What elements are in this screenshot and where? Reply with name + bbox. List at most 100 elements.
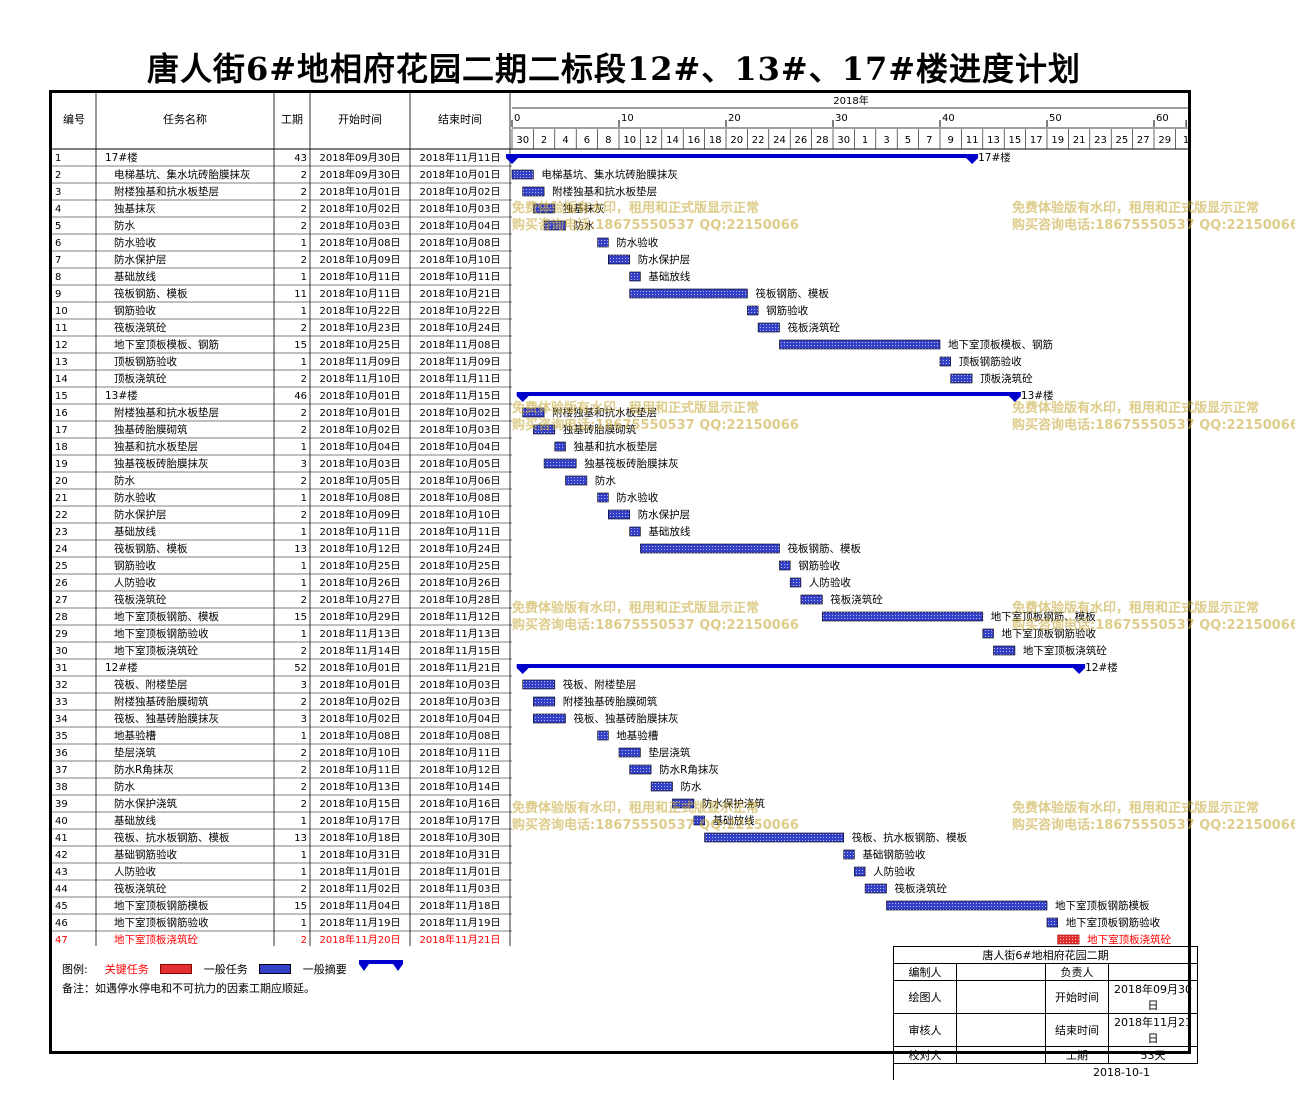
task-duration: 2 xyxy=(301,884,307,895)
task-name: 防水验收 xyxy=(114,491,156,504)
chart-frame xyxy=(49,90,1191,1054)
task-start: 2018年10月01日 xyxy=(320,185,401,198)
bar-label: 人防验收 xyxy=(809,576,851,589)
task-name: 电梯基坑、集水坑砖胎膜抹灰 xyxy=(114,168,251,181)
day-label: 13 xyxy=(987,135,1000,146)
gantt-chart: 编号任务名称工期开始时间结束时间2018年0102030405060633024… xyxy=(52,93,1190,946)
task-end: 2018年10月11日 xyxy=(420,270,501,283)
day-label: 15 xyxy=(1009,135,1022,146)
task-id: 25 xyxy=(55,561,68,572)
task-name: 附楼独基和抗水板垫层 xyxy=(114,185,219,198)
task-end: 2018年11月12日 xyxy=(420,610,501,623)
task-start: 2018年10月15日 xyxy=(320,797,401,810)
header-end: 结束时间 xyxy=(438,113,482,126)
task-id: 22 xyxy=(55,510,68,521)
scale-tick-label: 0 xyxy=(514,113,520,124)
task-name: 防水 xyxy=(114,780,135,793)
task-start: 2018年10月03日 xyxy=(320,219,401,232)
task-name: 防水保护层 xyxy=(114,508,167,521)
bar-label: 附楼独基和抗水板垫层 xyxy=(552,406,657,419)
bar-label: 附楼独基砖胎膜砌筑 xyxy=(563,695,658,708)
task-start: 2018年11月01日 xyxy=(320,865,401,878)
task-name: 地下室顶板浇筑砼 xyxy=(114,933,198,946)
task-duration: 2 xyxy=(301,204,307,215)
task-duration: 52 xyxy=(294,663,307,674)
task-start: 2018年09月30日 xyxy=(320,151,401,164)
task-id: 16 xyxy=(55,408,68,419)
day-label: 8 xyxy=(605,135,611,146)
task-bar xyxy=(554,441,566,452)
task-start: 2018年11月02日 xyxy=(320,882,401,895)
bar-label: 钢筋验收 xyxy=(766,304,808,317)
task-name: 钢筋验收 xyxy=(114,304,156,317)
task-id: 15 xyxy=(55,391,68,402)
legend-summary-swatch xyxy=(359,960,404,971)
task-name: 筏板浇筑砼 xyxy=(114,321,167,334)
scale-tick-label: 10 xyxy=(621,113,634,124)
bar-label: 独基抹灰 xyxy=(563,202,605,215)
bar-label: 基础放线 xyxy=(648,270,690,283)
task-start: 2018年11月10日 xyxy=(320,372,401,385)
task-bar xyxy=(543,220,566,231)
task-id: 28 xyxy=(55,612,68,623)
task-name: 垫层浇筑 xyxy=(114,746,156,759)
task-end: 2018年10月31日 xyxy=(420,848,501,861)
task-end: 2018年10月03日 xyxy=(420,202,501,215)
bar-label: 防水R角抹灰 xyxy=(659,763,719,776)
task-id: 19 xyxy=(55,459,68,470)
task-start: 2018年10月13日 xyxy=(320,780,401,793)
task-name: 基础钢筋验收 xyxy=(114,848,177,861)
task-duration: 2 xyxy=(301,595,307,606)
task-start: 2018年10月11日 xyxy=(320,270,401,283)
info-end-label: 结束时间 xyxy=(1045,1013,1109,1047)
task-name: 地下室顶板模板、钢筋 xyxy=(114,338,219,351)
task-id: 41 xyxy=(55,833,68,844)
task-name: 防水R角抹灰 xyxy=(114,763,174,776)
task-id: 13 xyxy=(55,357,68,368)
bar-label: 防水验收 xyxy=(616,491,658,504)
task-end: 2018年10月26日 xyxy=(420,576,501,589)
legend-critical-swatch xyxy=(160,964,193,974)
task-id: 4 xyxy=(55,204,61,215)
task-duration: 2 xyxy=(301,646,307,657)
day-label: 1 xyxy=(862,135,868,146)
scale-tick-label: 20 xyxy=(728,113,741,124)
task-duration: 2 xyxy=(301,408,307,419)
task-bar xyxy=(854,866,866,877)
header-id: 编号 xyxy=(63,112,85,126)
task-name: 防水保护浇筑 xyxy=(114,797,177,810)
task-duration: 13 xyxy=(294,544,307,555)
task-end: 2018年10月30日 xyxy=(420,831,501,844)
task-duration: 43 xyxy=(294,153,307,164)
bar-label: 筏板浇筑砼 xyxy=(895,882,948,895)
timeline-year: 2018年 xyxy=(833,94,868,107)
task-id: 42 xyxy=(55,850,68,861)
task-bar xyxy=(864,883,887,894)
header-duration: 工期 xyxy=(281,113,303,126)
task-end: 2018年10月11日 xyxy=(420,525,501,538)
task-duration: 1 xyxy=(301,867,307,878)
task-end: 2018年10月14日 xyxy=(420,780,501,793)
task-start: 2018年10月08日 xyxy=(320,236,401,249)
task-id: 26 xyxy=(55,578,68,589)
task-id: 27 xyxy=(55,595,68,606)
task-duration: 2 xyxy=(301,782,307,793)
day-label: 27 xyxy=(1137,135,1150,146)
task-duration: 1 xyxy=(301,561,307,572)
task-start: 2018年10月02日 xyxy=(320,423,401,436)
task-duration: 1 xyxy=(301,578,307,589)
task-end: 2018年11月11日 xyxy=(420,372,501,385)
task-end: 2018年10月08日 xyxy=(420,729,501,742)
task-id: 43 xyxy=(55,867,68,878)
scale-tick-label: 40 xyxy=(942,113,955,124)
day-label: 28 xyxy=(816,135,829,146)
task-id: 33 xyxy=(55,697,68,708)
task-name: 独基筏板砖胎膜抹灰 xyxy=(114,457,209,470)
task-end: 2018年11月21日 xyxy=(420,661,501,674)
task-end: 2018年10月17日 xyxy=(420,814,501,827)
bar-label: 地下室顶板钢筋验收 xyxy=(1002,627,1097,640)
task-bar xyxy=(629,764,652,775)
task-name: 附楼独基和抗水板垫层 xyxy=(114,406,219,419)
day-label: 5 xyxy=(905,135,911,146)
